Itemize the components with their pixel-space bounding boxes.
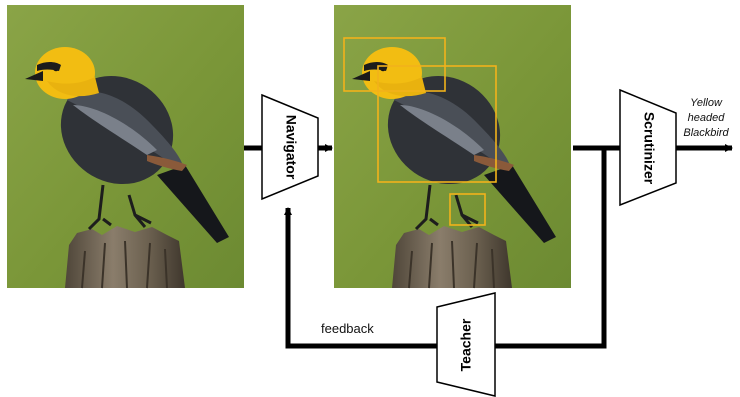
feedback-label: feedback: [321, 321, 374, 336]
navigator-module: [261, 93, 319, 201]
region-box-tail: [449, 193, 486, 226]
feedback-branch-line: [495, 148, 607, 349]
attended-bird-image: [332, 3, 573, 290]
input-bird-image: [5, 3, 246, 290]
navigator-label: Navigator: [283, 115, 299, 180]
feedback-return-line: [284, 207, 437, 349]
scrutinizer-module: [619, 88, 677, 207]
teacher-module: [436, 292, 496, 397]
scrutinizer-label: Scrutinizer: [641, 112, 657, 185]
output-label-line3: Blackbird: [683, 127, 729, 139]
output-label-line1: Yellow: [690, 97, 723, 109]
region-box-head: [343, 37, 446, 92]
region-box-body: [377, 65, 497, 183]
teacher-label: Teacher: [458, 318, 474, 371]
output-label-line2: headed: [688, 112, 726, 124]
